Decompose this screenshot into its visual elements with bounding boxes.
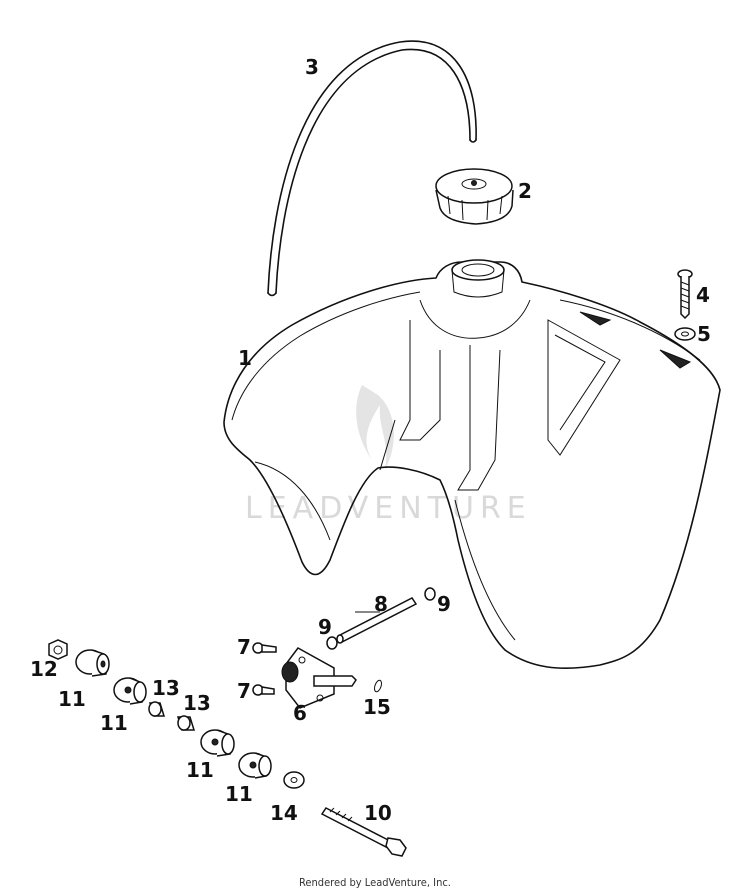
fuel-tap-part [281,647,357,709]
bolt-washer-part [283,771,305,789]
rubber-bushing-part-b [113,677,147,705]
washer-part [674,327,696,341]
callout-9b: 9 [437,592,451,616]
watermark: LEADVENTURE [245,385,532,526]
callout-11a: 11 [58,687,86,711]
spacer-part-a [148,701,166,717]
callout-8: 8 [374,592,388,616]
callout-4: 4 [696,283,710,307]
fuel-cap-part [435,168,514,225]
callout-15: 15 [363,695,391,719]
tap-screw-part-a [252,642,277,654]
callout-6: 6 [293,701,307,725]
callout-1: 1 [238,346,252,370]
watermark-text: LEADVENTURE [245,491,532,526]
callout-11c: 11 [186,758,214,782]
vent-hose-part [267,40,477,297]
callout-13b: 13 [183,691,211,715]
callout-11b: 11 [100,711,128,735]
screw-part [677,269,693,320]
bolt-part [320,807,407,857]
o-ring-part [374,679,382,693]
fuel-hose-part [336,597,418,644]
hose-clamp-part-a [326,636,338,650]
spacer-part-b [176,715,196,731]
callout-14: 14 [270,801,298,825]
callout-7b: 7 [237,679,251,703]
callout-12: 12 [30,657,58,681]
rubber-bushing-part-d [238,752,272,779]
hose-clamp-part-b [424,587,436,601]
callout-9a: 9 [318,615,332,639]
callout-5: 5 [697,322,711,346]
rubber-bushing-part-c [200,729,235,757]
callout-3: 3 [305,55,319,79]
rubber-bushing-part-a [75,649,110,677]
nut-part [48,639,68,660]
tap-screw-part-b [252,684,275,696]
callout-11d: 11 [225,782,253,806]
callout-10: 10 [364,801,392,825]
callout-13a: 13 [152,676,180,700]
callout-7a: 7 [237,635,251,659]
footer-credit: Rendered by LeadVenture, Inc. [299,876,451,889]
callout-2: 2 [518,179,532,203]
fuel-tank-part [223,259,721,670]
